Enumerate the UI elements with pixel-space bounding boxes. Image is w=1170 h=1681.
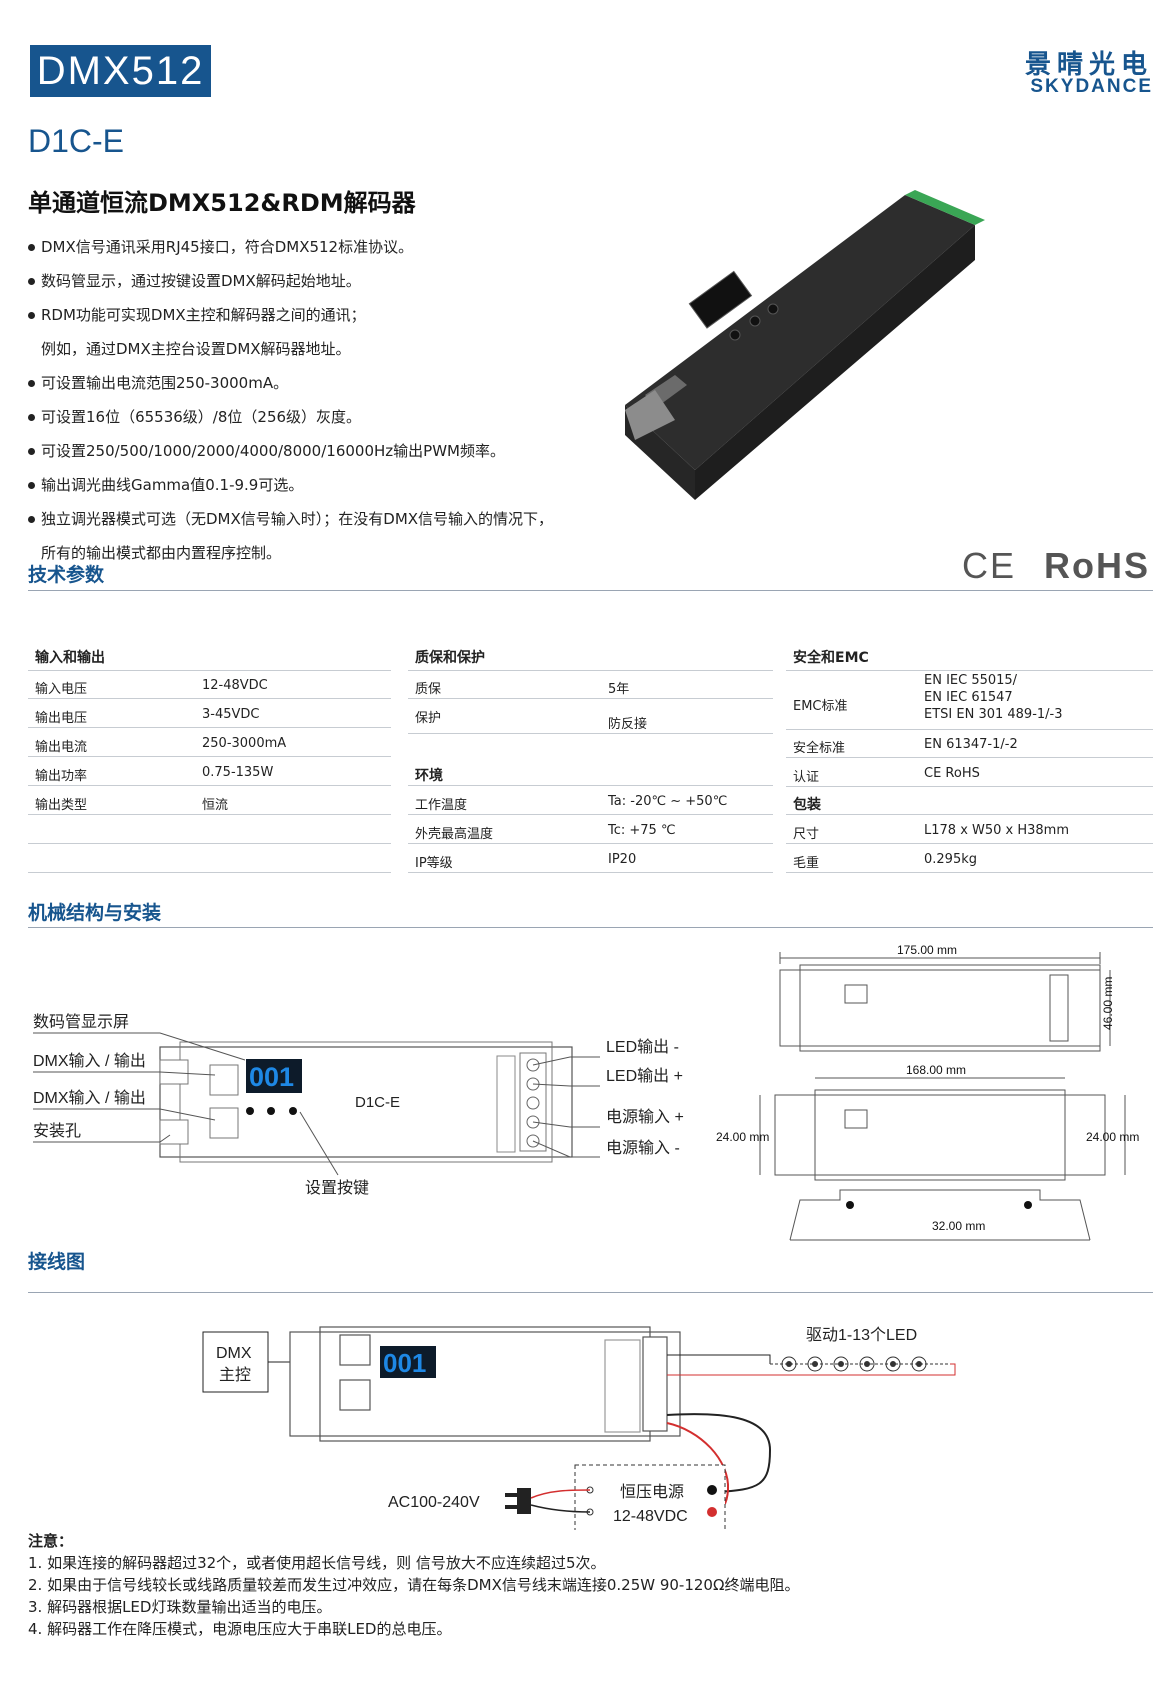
wiring-digit-display: 001 (383, 1348, 426, 1378)
product-title: 单通道恒流DMX512&RDM解码器 (28, 189, 416, 217)
feature-item: 可设置输出电流范围250-3000mA。 (28, 372, 288, 393)
label-display: 数码管显示屏 (33, 1013, 129, 1031)
product-image (625, 190, 985, 500)
section-rule (28, 927, 1153, 928)
note-item: 2. 如果由于信号线较长或线路质量较差而发生过冲效应，请在每条DMX信号线末端连… (28, 1576, 800, 1594)
rohs-mark: RoHS (1044, 545, 1150, 586)
bullet-icon (28, 414, 35, 421)
section-rule (28, 1292, 1153, 1293)
label-pwr-minus: 电源输入 - (606, 1139, 680, 1157)
dmx-label-1: DMX (216, 1345, 252, 1362)
digit-display: 001 (249, 1062, 294, 1092)
feature-item: RDM功能可实现DMX主控和解码器之间的通讯； (28, 304, 366, 325)
note-item: 4. 解码器工作在降压模式，电源电压应大于串联LED的总电压。 (28, 1620, 452, 1638)
brand-badge: DMX512 (30, 45, 211, 97)
dim-175: 175.00 mm (897, 943, 957, 957)
feature-item: 数码管显示，通过按键设置DMX解码起始地址。 (28, 270, 361, 291)
ce-mark: CE (961, 545, 1016, 586)
bullet-icon (28, 448, 35, 455)
label-mount: 安装孔 (33, 1122, 81, 1140)
model-name: D1C-E (28, 123, 125, 159)
logo-cn: 景晴光电 (1024, 50, 1153, 80)
section-title-specs: 技术参数 (28, 564, 105, 586)
led-chain-label: 驱动1-13个LED (806, 1326, 917, 1344)
psu-label-2: 12-48VDC (613, 1508, 688, 1525)
logo-en: SKYDANCE (1030, 76, 1153, 97)
psu-box (574, 1464, 726, 1530)
dim-32: 32.00 mm (932, 1219, 985, 1233)
bullet-icon (28, 278, 35, 285)
dmx-label-2: 主控 (219, 1366, 251, 1384)
wiring-diagram: DMX 主控 001 驱动1-13个LED 恒压电源 12-48VDC (202, 1326, 956, 1530)
label-led-minus: LED输出 - (606, 1038, 679, 1056)
label-dmx-io-1: DMX输入 / 输出 (33, 1052, 146, 1070)
dim-168: 168.00 mm (906, 1063, 966, 1077)
label-keys: 设置按键 (305, 1179, 369, 1197)
note-item: 3. 解码器根据LED灯珠数量输出适当的电压。 (28, 1598, 332, 1616)
feature-item-cont: 所有的输出模式都由内置程序控制。 (41, 544, 282, 562)
device-label: D1C-E (355, 1094, 400, 1111)
dim-24b: 24.00 mm (1086, 1130, 1139, 1144)
cert-marks: CE RoHS (962, 545, 1150, 587)
feature-item: DMX信号通讯采用RJ45接口，符合DMX512标准协议。 (28, 236, 413, 257)
dim-46: 46.00 mm (1101, 977, 1115, 1030)
feature-item: 可设置16位（65536级）/8位（256级）灰度。 (28, 406, 361, 427)
feature-item: 输出调光曲线Gamma值0.1-9.9可选。 (28, 474, 303, 495)
psu-label-1: 恒压电源 (620, 1483, 684, 1501)
section-title-mechanical: 机械结构与安装 (28, 902, 162, 924)
bullet-icon (28, 244, 35, 251)
dim-24a: 24.00 mm (716, 1130, 769, 1144)
plug-icon (505, 1488, 591, 1514)
decoder-device (289, 1326, 681, 1442)
bullet-icon (28, 312, 35, 319)
bullet-icon (28, 482, 35, 489)
device-front-view (159, 1041, 573, 1163)
notes: 注意： 1. 如果连接的解码器超过32个，或者使用超长信号线，则 信号放大不应连… (28, 1530, 799, 1640)
feature-item-cont: 例如，通过DMX主控台设置DMX解码器地址。 (41, 340, 351, 358)
mechanical-drawing: 001 D1C-E 数码管显示屏 DMX输入 / 输出 DMX输入 / 输出 安… (33, 943, 1139, 1241)
section-title-wiring: 接线图 (28, 1251, 86, 1273)
dmx-controller-box (202, 1331, 269, 1393)
note-item: 1. 如果连接的解码器超过32个，或者使用超长信号线，则 信号放大不应连续超过5… (28, 1554, 606, 1572)
feature-item: 可设置250/500/1000/2000/4000/8000/16000Hz输出… (28, 440, 505, 461)
bullet-icon (28, 516, 35, 523)
led-chain (667, 1354, 956, 1376)
section-rule (28, 590, 1153, 591)
label-pwr-plus: 电源输入 + (606, 1108, 684, 1126)
ac-label: AC100-240V (388, 1494, 480, 1511)
bullet-icon (28, 380, 35, 387)
feature-item: 独立调光器模式可选（无DMX信号输入时）；在没有DMX信号输入的情况下， (28, 508, 553, 529)
label-led-plus: LED输出 + (606, 1067, 683, 1085)
label-dmx-io-2: DMX输入 / 输出 (33, 1089, 146, 1107)
notes-title: 注意： (28, 1532, 74, 1550)
